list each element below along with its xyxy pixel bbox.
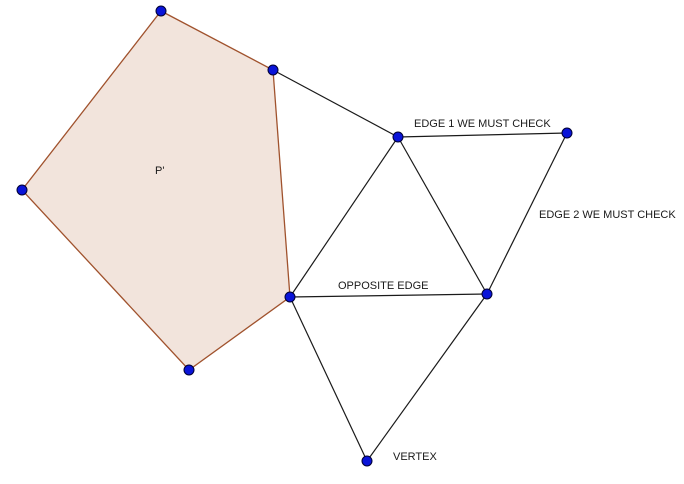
edge-1-label: EDGE 1 WE MUST CHECK	[414, 118, 551, 130]
opposite-edge	[289, 293, 488, 298]
polygon-p-prime	[21, 10, 291, 371]
point-polygon-bottom[interactable]	[183, 364, 195, 376]
edge-top-to-right	[397, 136, 488, 295]
edge-2-label: EDGE 2 WE MUST CHECK	[539, 209, 676, 221]
edge-2-we-must-check	[486, 132, 568, 295]
polygon-label: P'	[155, 165, 164, 177]
opposite-edge-label: OPPOSITE EDGE	[338, 280, 428, 292]
point-far-right[interactable]	[561, 127, 573, 139]
edge-shared-to-vertex	[289, 296, 368, 462]
point-right[interactable]	[481, 288, 493, 300]
point-polygon-top[interactable]	[155, 5, 167, 17]
edge-1-we-must-check	[397, 132, 568, 138]
point-vertex[interactable]	[361, 455, 373, 467]
point-polygon-left[interactable]	[16, 184, 28, 196]
vertex-label: VERTEX	[393, 451, 437, 463]
edge-right-to-vertex	[366, 293, 488, 462]
point-top[interactable]	[392, 131, 404, 143]
edge-top-to-shared	[289, 136, 399, 298]
point-shared[interactable]	[284, 291, 296, 303]
point-polygon-upper-right[interactable]	[267, 64, 279, 76]
edge-upper-left-to-top	[272, 69, 399, 138]
